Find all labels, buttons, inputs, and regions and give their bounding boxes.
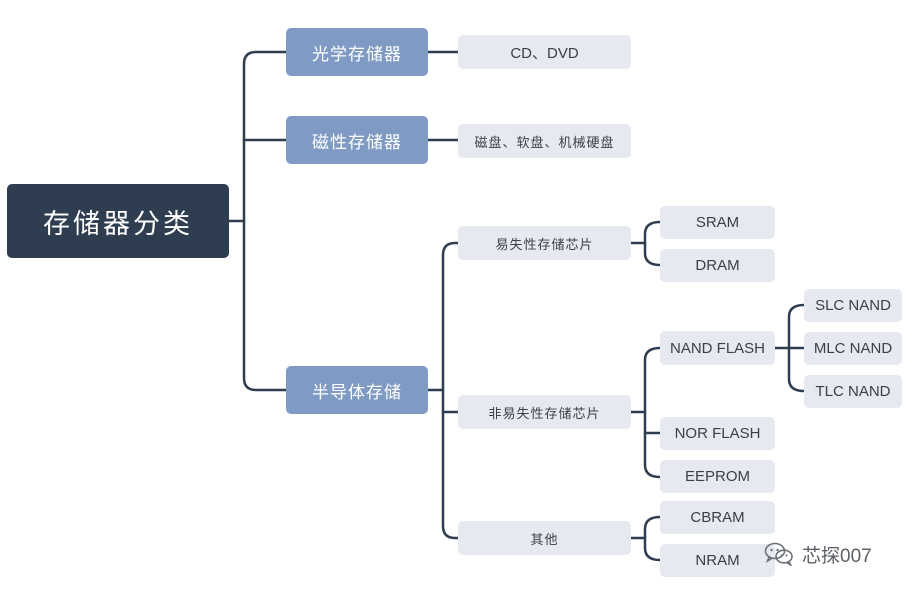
wechat-icon xyxy=(764,542,793,566)
leaf-dram: DRAM xyxy=(660,249,775,282)
connector-volatile-items xyxy=(643,220,662,267)
leaf-mlc-nand-label: MLC NAND xyxy=(813,340,893,357)
category-optical: 光学存储器 xyxy=(286,28,428,76)
leaf-nram: NRAM xyxy=(660,544,775,577)
category-magnetic-label: 磁性存储器 xyxy=(312,132,402,153)
leaf-nor-flash-label: NOR FLASH xyxy=(674,425,761,442)
leaf-magnetic-example: 磁盘、软盘、机械硬盘 xyxy=(458,124,631,158)
root-label: 存储器分类 xyxy=(43,208,193,240)
leaf-slc-nand: SLC NAND xyxy=(804,289,902,322)
leaf-sram: SRAM xyxy=(660,206,775,239)
subcategory-volatile-label: 易失性存储芯片 xyxy=(495,237,594,253)
leaf-slc-nand-label: SLC NAND xyxy=(815,297,891,314)
leaf-eeprom: EEPROM xyxy=(660,460,775,493)
leaf-nram-label: NRAM xyxy=(695,552,740,569)
subcategory-volatile: 易失性存储芯片 xyxy=(458,226,631,260)
category-semiconductor-label: 半导体存储 xyxy=(312,382,402,403)
subcategory-other: 其他 xyxy=(458,521,631,555)
subcategory-nonvolatile: 非易失性存储芯片 xyxy=(458,395,631,429)
connector-other-items xyxy=(643,515,662,562)
category-optical-label: 光学存储器 xyxy=(312,44,402,65)
leaf-optical-example-label: CD、DVD xyxy=(510,44,579,62)
root-node: 存储器分类 xyxy=(7,184,229,258)
leaf-mlc-nand: MLC NAND xyxy=(804,332,902,365)
leaf-dram-label: DRAM xyxy=(695,257,740,274)
leaf-cbram-label: CBRAM xyxy=(690,509,745,526)
subcategory-other-label: 其他 xyxy=(530,532,559,548)
leaf-eeprom-label: EEPROM xyxy=(684,468,750,485)
leaf-tlc-nand-label: TLC NAND xyxy=(815,383,891,400)
connector-nonvolatile-items xyxy=(643,346,662,479)
leaf-cbram: CBRAM xyxy=(660,501,775,534)
watermark-text: 芯探007 xyxy=(802,545,872,567)
leaf-sram-label: SRAM xyxy=(695,214,740,231)
leaf-nand-flash: NAND FLASH xyxy=(660,331,775,365)
leaf-nor-flash: NOR FLASH xyxy=(660,417,775,450)
subcategory-nonvolatile-label: 非易失性存储芯片 xyxy=(488,406,601,422)
category-magnetic: 磁性存储器 xyxy=(286,116,428,164)
category-semiconductor: 半导体存储 xyxy=(286,366,428,414)
connector-root-optical xyxy=(242,50,288,392)
leaf-nand-flash-label: NAND FLASH xyxy=(669,339,766,357)
leaf-magnetic-example-label: 磁盘、软盘、机械硬盘 xyxy=(474,135,615,151)
leaf-optical-example: CD、DVD xyxy=(458,35,631,69)
watermark: 芯探007 xyxy=(764,540,872,568)
leaf-tlc-nand: TLC NAND xyxy=(804,375,902,408)
connector-semi-branches xyxy=(441,241,460,540)
